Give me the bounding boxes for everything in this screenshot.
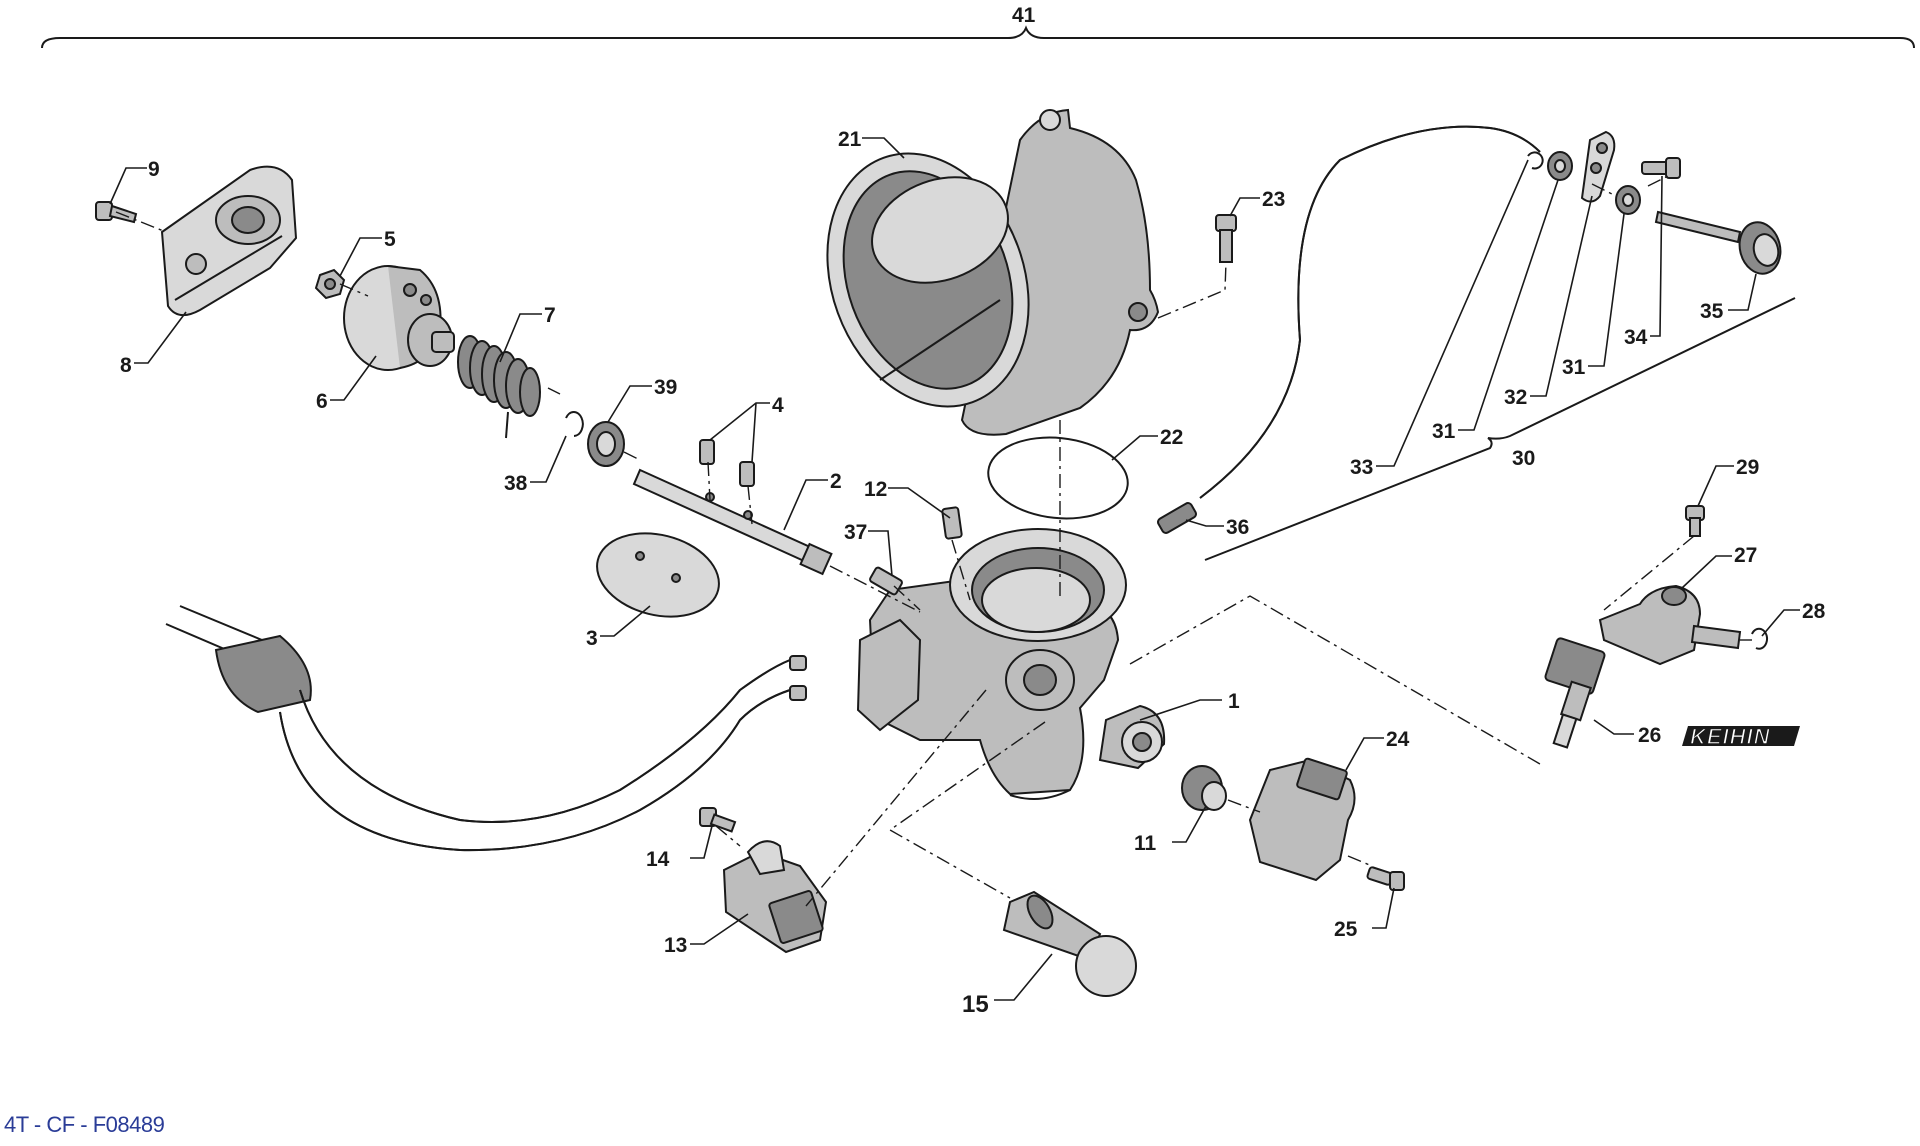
brand-logo: KEIHIN bbox=[1682, 723, 1800, 750]
throttle-cables bbox=[165, 605, 807, 852]
callout-5: 5 bbox=[384, 228, 396, 251]
nut-5-part bbox=[314, 268, 346, 300]
throttle-body-1-part bbox=[856, 528, 1166, 800]
fuel-rail-27-part bbox=[1598, 584, 1742, 666]
leader-lines bbox=[109, 137, 1800, 1001]
washer-31b-part bbox=[1615, 185, 1641, 215]
callout-32: 32 bbox=[1504, 386, 1527, 409]
callout-41: 41 bbox=[1012, 4, 1036, 27]
callout-7: 7 bbox=[544, 304, 556, 327]
callout-21: 21 bbox=[838, 128, 862, 151]
callout-25: 25 bbox=[1334, 918, 1358, 941]
screw-29-part bbox=[1685, 505, 1705, 537]
washer-31-part bbox=[1547, 151, 1573, 181]
injector-26-part bbox=[1544, 637, 1606, 749]
screw-9-part bbox=[95, 201, 138, 224]
callout-27: 27 bbox=[1734, 544, 1757, 567]
callout-22: 22 bbox=[1160, 426, 1183, 449]
callout-6: 6 bbox=[316, 390, 328, 413]
circlip-38-part bbox=[565, 411, 584, 437]
callout-29: 29 bbox=[1736, 456, 1759, 479]
spring-7-part bbox=[457, 335, 541, 439]
air-intake-21-part bbox=[826, 108, 1160, 436]
callout-4: 4 bbox=[772, 394, 784, 417]
throttle-shaft-2-part bbox=[632, 468, 833, 576]
callout-36: 36 bbox=[1226, 516, 1249, 539]
clip-28-part bbox=[1751, 627, 1769, 650]
screw-34-part bbox=[1641, 157, 1681, 179]
butterfly-plate-3-part bbox=[596, 532, 720, 618]
sleeve-11-part bbox=[1181, 765, 1227, 811]
callout-13: 13 bbox=[664, 934, 687, 957]
set-screw-37-part bbox=[869, 566, 903, 596]
bracket-32-part bbox=[1580, 130, 1616, 203]
callout-12: 12 bbox=[864, 478, 887, 501]
callout-2: 2 bbox=[830, 470, 842, 493]
callout-1: 1 bbox=[1228, 690, 1240, 713]
callout-14: 14 bbox=[646, 848, 670, 871]
callout-37: 37 bbox=[844, 521, 867, 544]
tps-sensor-24-part bbox=[1248, 757, 1356, 882]
callout-34: 34 bbox=[1624, 326, 1648, 349]
callout-31a: 31 bbox=[1432, 420, 1456, 443]
idle-screw-35-part bbox=[1654, 210, 1782, 275]
assembly-brace bbox=[41, 25, 1915, 49]
hose-33-part bbox=[1199, 125, 1541, 499]
callout-39: 39 bbox=[654, 376, 677, 399]
clip-33-part bbox=[1527, 151, 1544, 170]
hose-33-inner bbox=[1199, 125, 1541, 499]
callout-3: 3 bbox=[586, 627, 598, 650]
screws-4-part bbox=[699, 439, 755, 487]
callout-28: 28 bbox=[1802, 600, 1826, 623]
callout-35: 35 bbox=[1700, 300, 1724, 323]
callout-8: 8 bbox=[120, 354, 132, 377]
screw-25-part bbox=[1366, 866, 1405, 891]
callout-30: 30 bbox=[1512, 447, 1535, 470]
pulley-6-part bbox=[343, 265, 455, 371]
spring-36-part bbox=[1157, 502, 1197, 534]
throttle-cover-part bbox=[160, 165, 298, 317]
screw-14-part bbox=[699, 807, 737, 833]
bearing-39-part bbox=[587, 421, 625, 467]
figure-reference: 4T - CF - F08489 bbox=[4, 1112, 165, 1137]
callout-38: 38 bbox=[504, 472, 528, 495]
subassembly-brace bbox=[1204, 297, 1796, 561]
callout-26: 26 bbox=[1638, 724, 1661, 747]
callout-15: 15 bbox=[962, 991, 989, 1018]
assembly-lines bbox=[115, 175, 1752, 907]
callout-labels: 1 2 3 4 5 6 7 8 9 11 12 13 14 15 21 22 2… bbox=[120, 128, 1826, 1018]
temp-sensor-15-part bbox=[1002, 890, 1137, 997]
callout-11: 11 bbox=[1134, 832, 1157, 855]
screw-23-part bbox=[1215, 214, 1237, 263]
callout-9: 9 bbox=[148, 158, 160, 181]
o-ring-22-part bbox=[987, 436, 1129, 520]
set-screw-12-part bbox=[941, 506, 963, 540]
callout-23: 23 bbox=[1262, 188, 1285, 211]
callout-24: 24 bbox=[1386, 728, 1410, 751]
callout-31b: 31 bbox=[1562, 356, 1586, 379]
callout-33: 33 bbox=[1350, 456, 1373, 479]
brand-text: KEIHIN bbox=[1690, 724, 1771, 749]
sensor-13-part bbox=[722, 840, 828, 954]
